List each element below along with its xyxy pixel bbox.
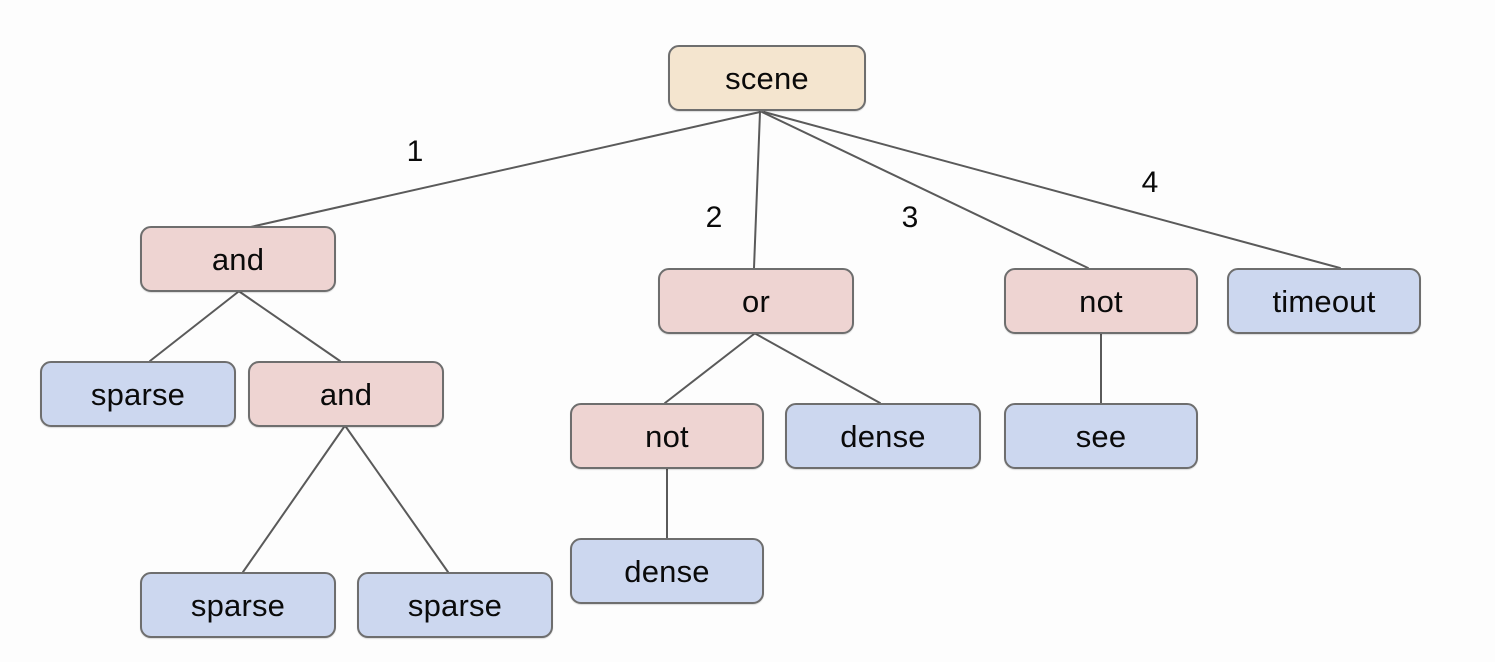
tree-edge-scene-to-timeout: [763, 111, 1341, 269]
tree-edge-and2-to-sparse2: [242, 426, 345, 573]
tree-node-dense2[interactable]: dense: [570, 538, 764, 604]
tree-node-scene[interactable]: scene: [668, 45, 866, 111]
tree-node-not2[interactable]: not: [570, 403, 764, 469]
tree-edge-and2-to-sparse3: [345, 426, 449, 573]
tree-edge-scene-to-not1: [761, 111, 1089, 269]
tree-node-see[interactable]: see: [1004, 403, 1198, 469]
edge-label-3: 3: [901, 201, 919, 234]
edge-label-2: 2: [705, 201, 723, 234]
tree-node-sparse2[interactable]: sparse: [140, 572, 336, 638]
edge-label-4: 4: [1141, 166, 1159, 199]
tree-node-and1[interactable]: and: [140, 226, 336, 292]
tree-node-and2[interactable]: and: [248, 361, 444, 427]
tree-node-timeout[interactable]: timeout: [1227, 268, 1421, 334]
tree-edge-and1-to-and2: [239, 291, 341, 362]
tree-node-dense1[interactable]: dense: [785, 403, 981, 469]
tree-edge-scene-to-and1: [245, 111, 761, 229]
tree-edge-scene-to-or1: [753, 111, 761, 269]
tree-node-or1[interactable]: or: [658, 268, 854, 334]
tree-edge-and1-to-sparse1: [149, 291, 239, 362]
tree-node-sparse1[interactable]: sparse: [40, 361, 236, 427]
tree-edge-or1-to-not2: [664, 333, 755, 404]
tree-node-not1[interactable]: not: [1004, 268, 1198, 334]
tree-node-sparse3[interactable]: sparse: [357, 572, 553, 638]
tree-edge-or1-to-dense1: [755, 333, 881, 404]
edge-label-1: 1: [406, 135, 424, 168]
